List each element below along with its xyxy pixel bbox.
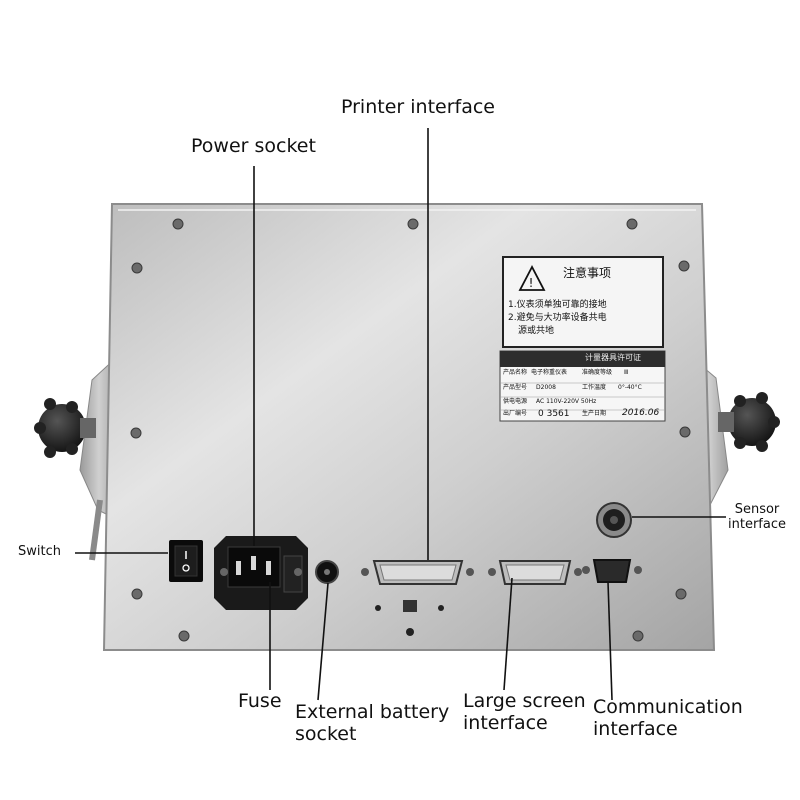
nameplate-row1b-label: 准确度等级	[582, 369, 613, 376]
large-screen-interface-port[interactable]	[488, 560, 582, 585]
svg-text:!: !	[529, 276, 534, 290]
printer-interface-port[interactable]	[361, 560, 474, 585]
nameplate-row3-label: 供电电源	[503, 398, 528, 405]
leader-lines	[75, 128, 726, 701]
warning-triangle-icon	[518, 265, 546, 291]
label-fuse: Fuse	[238, 690, 282, 712]
sensor-interface-port[interactable]	[596, 502, 632, 538]
nameplate-row2b-value: 0°-40°C	[618, 384, 642, 391]
label-communication-interface: Communication interface	[593, 696, 743, 741]
right-knob	[718, 392, 780, 452]
label-sensor-interface-line2: interface	[728, 516, 786, 532]
nameplate-row3-value: AC 110V-220V 50Hz	[536, 398, 597, 405]
panel-screws	[130, 218, 691, 642]
warning-line-3: 源或共地	[518, 326, 555, 336]
panel-holes	[375, 600, 444, 636]
label-printer-interface: Printer interface	[341, 96, 495, 118]
nameplate-row1b-value: Ⅲ	[624, 369, 629, 376]
communication-interface-port[interactable]	[582, 559, 642, 583]
nameplate-row4-label: 出厂编号	[503, 410, 528, 417]
nameplate-row2-value: D2008	[536, 384, 556, 391]
large-screen-leader	[503, 577, 513, 691]
nameplate-row4-value: 0 3561	[538, 409, 570, 419]
warning-title: 注意事项	[563, 266, 612, 280]
label-external-battery-line2: socket	[295, 722, 357, 745]
label-communication-line1: Communication	[593, 696, 743, 718]
battery-leader	[317, 582, 329, 701]
label-switch: Switch	[18, 544, 61, 559]
label-external-battery-line1: External battery	[295, 701, 450, 723]
warning-line-1: 1.仪表须单独可靠的接地	[508, 300, 607, 310]
label-sensor-interface: Sensor interface	[728, 502, 786, 533]
label-large-screen-line2: interface	[463, 711, 548, 734]
label-large-screen-line1: Large screen	[463, 690, 586, 712]
nameplate-row4b-label: 生产日期	[582, 410, 607, 417]
power-socket[interactable]	[214, 536, 308, 610]
label-large-screen-interface: Large screen interface	[463, 690, 586, 735]
nameplate-row2-label: 产品型号	[503, 384, 528, 391]
external-battery-socket[interactable]	[315, 560, 339, 584]
nameplate-row4b-value: 2016.06	[622, 408, 660, 418]
nameplate-header: 计量器具许可证	[585, 353, 641, 362]
label-communication-line2: interface	[593, 717, 678, 740]
warning-sticker: !	[502, 256, 664, 348]
warning-line-2: 2.避免与大功率设备共电	[508, 313, 607, 323]
left-knob	[34, 398, 96, 458]
label-sensor-interface-line1: Sensor	[734, 502, 780, 517]
nameplate-row1-label: 产品名称	[503, 369, 528, 376]
nameplate-row2b-label: 工作温度	[582, 384, 607, 391]
nameplate	[499, 350, 666, 422]
label-power-socket: Power socket	[191, 135, 316, 157]
nameplate-row1-value: 电子称重仪表	[531, 369, 568, 376]
label-external-battery-socket: External battery socket	[295, 701, 450, 746]
power-switch[interactable]	[169, 540, 203, 582]
communication-leader	[607, 581, 613, 701]
